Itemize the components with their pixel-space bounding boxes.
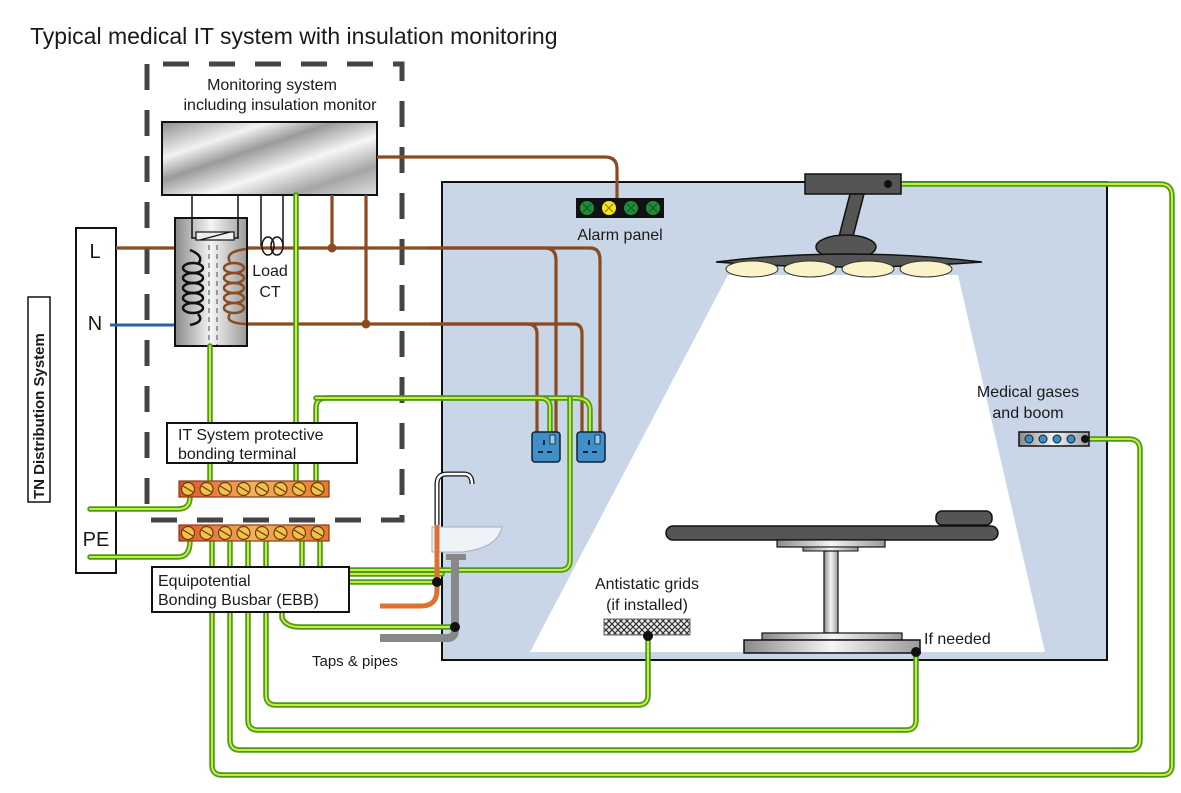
earth-wire-core-4: [349, 397, 571, 571]
screw-slot: [238, 485, 249, 493]
screw-slot: [219, 529, 231, 537]
tn-system-label: TN Distribution System: [31, 333, 48, 499]
line-N-label: N: [88, 313, 102, 335]
screw-slot: [201, 485, 212, 493]
it-terminal-label-2: bonding terminal: [178, 446, 296, 463]
operating-table-icon: [665, 510, 999, 657]
screw-slot: [293, 529, 305, 537]
screw-slot: [182, 485, 194, 493]
monitoring-label-2: including insulation monitor: [184, 97, 378, 114]
ebb-label-box: [151, 566, 350, 613]
lamp-cross-icon: [648, 203, 658, 213]
earth-wire-core-10: [281, 611, 456, 628]
uk-socket-outlet-icon: [576, 431, 606, 463]
screw-slot: [275, 485, 286, 493]
screw-slot: [275, 529, 286, 537]
it-terminal-label-1: IT System protective: [178, 427, 324, 444]
antistatic-label-2: (if installed): [606, 597, 688, 614]
load-ct-label-1: Load: [252, 263, 288, 280]
alarm-panel: [576, 198, 664, 218]
it-terminal-label-box: [166, 422, 358, 464]
monitoring-enclosure: [144, 61, 405, 523]
screw-slot: [256, 529, 268, 537]
light-beam: [530, 275, 1045, 652]
tn-system-label-box: [27, 296, 51, 503]
alarm-panel-label: Alarm panel: [577, 227, 662, 244]
earth-wire-core-11: [265, 540, 649, 706]
earth-wire-core-6: [89, 540, 191, 558]
earth-wire-core-12: [247, 540, 917, 731]
screw-slot: [293, 485, 305, 493]
lamp-cross-icon: [604, 203, 614, 213]
live-wires: [116, 155, 619, 432]
gases-label-1: Medical gases: [977, 384, 1079, 401]
load-ct-icon: [260, 195, 284, 256]
screw-slot: [256, 485, 268, 493]
ebb-label-1: Equipotential: [158, 573, 251, 590]
sink-tap-icon: [380, 471, 503, 642]
uk-socket-outlet-icon: [531, 431, 561, 463]
medical-gas-panel-icon: [1018, 431, 1090, 447]
earth-wire-core-14: [211, 183, 1173, 776]
screw-slot: [312, 529, 323, 537]
line-L-label: L: [89, 241, 100, 263]
ebb-label-2: Bonding Busbar (EBB): [158, 592, 319, 609]
if-needed-label: If needed: [924, 631, 991, 648]
earth-wire-10: [279, 609, 458, 630]
tn-distribution-panel: [75, 227, 117, 574]
screw-slot: [219, 485, 231, 493]
earth-wire-core-13: [229, 438, 1141, 751]
screw-slot: [238, 529, 249, 537]
earth-wire-core-5: [89, 496, 191, 510]
diagram-title: Typical medical IT system with insulatio…: [30, 23, 558, 49]
lamp-cross-icon: [582, 203, 592, 213]
gases-label-2: and boom: [992, 405, 1063, 422]
monitoring-label-1: Monitoring system: [207, 77, 337, 94]
load-ct-label-2: CT: [259, 284, 281, 301]
line-PE-label: PE: [83, 529, 110, 551]
lamp-cross-icon: [626, 203, 636, 213]
isolating-transformer-icon: [174, 195, 248, 347]
surgical-light-icon: [715, 173, 983, 278]
equipotential-bonding-busbar: [178, 524, 330, 542]
earth-wire-core-3: [315, 397, 551, 433]
screw-slot: [182, 529, 194, 537]
taps-pipes-label: Taps & pipes: [312, 653, 398, 670]
it-protective-bonding-terminal: [178, 480, 330, 498]
insulation-monitor: [161, 121, 378, 196]
screw-slot: [201, 529, 212, 537]
screw-slot: [312, 485, 323, 493]
antistatic-label-1: Antistatic grids: [595, 576, 699, 593]
antistatic-connection-point: [643, 631, 653, 641]
